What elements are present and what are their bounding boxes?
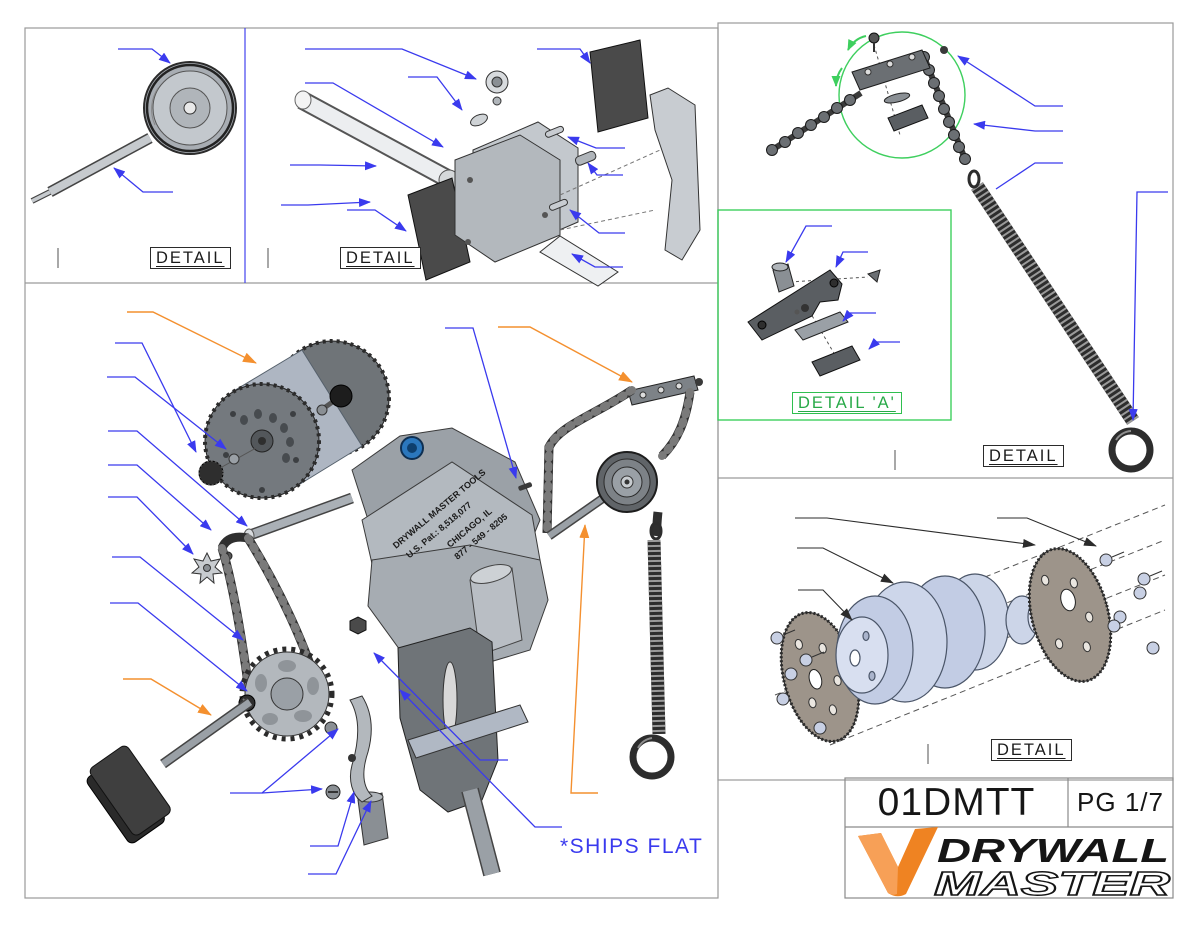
screws bbox=[770, 553, 1160, 735]
hub-drum bbox=[835, 573, 1053, 705]
magnifier-circle bbox=[838, 31, 966, 159]
detail-a-drawing bbox=[717, 209, 952, 421]
scale-tick bbox=[894, 450, 896, 470]
pulley-shaft-detail-drawing bbox=[30, 61, 237, 204]
handle-grip bbox=[86, 745, 171, 844]
drywall-master-logo: DRYWALL MASTER bbox=[858, 827, 1171, 903]
leader-lines-top-right bbox=[957, 55, 1168, 421]
ships-flat-note: *SHIPS FLAT bbox=[560, 835, 704, 858]
leader-lines-main-blue bbox=[107, 327, 562, 875]
leader-lines-main-orange bbox=[123, 311, 633, 794]
detail-a-label: DETAIL 'A' bbox=[792, 392, 902, 414]
scale-tick bbox=[927, 744, 929, 764]
right-toothed-disc bbox=[1027, 547, 1113, 683]
title-block-frame bbox=[844, 777, 1174, 899]
main-tool-drawing: DRYWALL MASTER TOOLS U.S. Pat.: 8,518,07… bbox=[86, 339, 703, 877]
detail-label-top-right: DETAIL bbox=[983, 445, 1064, 467]
rotation-arrow-icon bbox=[831, 67, 843, 87]
leader-lines-detail-a bbox=[785, 225, 900, 350]
scale-tick bbox=[267, 248, 269, 268]
leader-lines-top-middle bbox=[281, 48, 625, 268]
leader-lines-bottom-right bbox=[795, 517, 1097, 621]
leader-lines-top-left bbox=[113, 48, 173, 193]
page-indicator: PG 1/7 bbox=[1077, 787, 1164, 817]
latch-lever bbox=[349, 695, 373, 803]
detail-label-top-middle: DETAIL bbox=[340, 247, 421, 269]
scale-tick bbox=[57, 248, 59, 268]
part-number: 01DMTT bbox=[877, 780, 1036, 824]
rotation-arrow-icon bbox=[847, 35, 867, 51]
spring-ring bbox=[629, 734, 675, 780]
logo-word-master: MASTER bbox=[934, 865, 1170, 902]
wheel-hub-detail-drawing bbox=[770, 504, 1166, 746]
detail-label-bottom-right: DETAIL bbox=[991, 739, 1072, 761]
logo-word-drywall: DRYWALL bbox=[937, 832, 1169, 869]
chain-link-spring-detail-drawing bbox=[766, 31, 1154, 473]
handle-bracket-detail-drawing bbox=[294, 39, 701, 287]
detail-label-top-left: DETAIL bbox=[150, 247, 231, 269]
